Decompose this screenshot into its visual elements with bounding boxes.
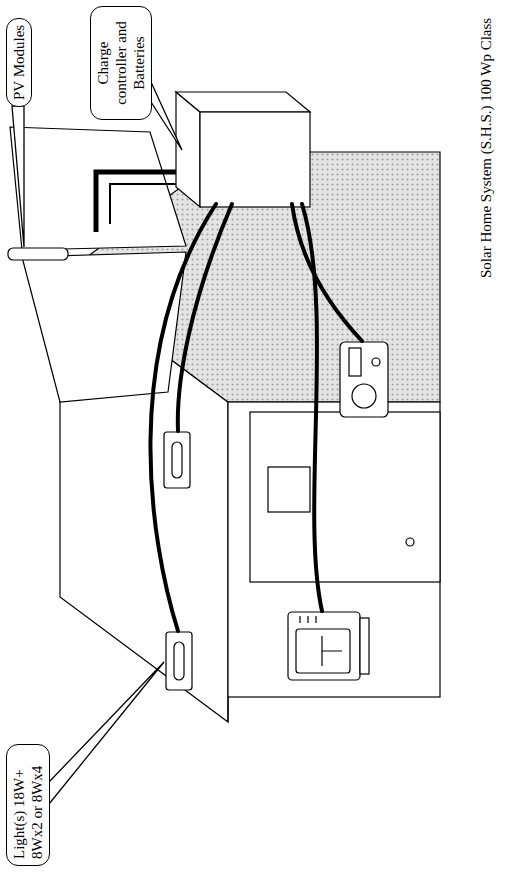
light-tube xyxy=(172,442,182,478)
tv-knobs xyxy=(300,616,316,623)
callout-pointer xyxy=(151,82,182,150)
wire xyxy=(150,204,216,631)
callout-pointers xyxy=(12,82,182,804)
pv-panel xyxy=(10,127,186,250)
wire xyxy=(178,204,232,431)
radio-knob xyxy=(372,358,380,366)
callout-box: Light(s) 18W+ 8Wx2 or 8Wx4 xyxy=(6,744,50,866)
callout-text: PV Modules xyxy=(10,25,28,100)
callout-box: PV Modules xyxy=(6,18,32,107)
tv-screen xyxy=(296,629,350,673)
light-tube xyxy=(174,642,184,680)
radio-body xyxy=(340,342,388,417)
callout-box: Charge controller and Batteries xyxy=(90,6,152,120)
tv-body xyxy=(288,612,360,680)
window xyxy=(268,467,310,512)
title: Solar Home System (S.H.S.) 100 Wp Class xyxy=(478,18,495,278)
radio-display xyxy=(349,348,361,376)
battery-box xyxy=(200,112,310,207)
light-fixture xyxy=(164,432,190,488)
tv-stand xyxy=(360,618,369,674)
door-knob xyxy=(406,538,414,546)
roof-edge xyxy=(227,697,228,722)
wire xyxy=(292,204,362,341)
pv-cable xyxy=(110,184,176,224)
battery-box-side xyxy=(176,92,310,112)
pv-panel xyxy=(22,252,186,402)
door xyxy=(250,412,440,582)
callout-pointer xyxy=(49,662,164,804)
light-fixture xyxy=(166,632,192,690)
front-wall xyxy=(228,402,440,697)
callout-text: Charge controller and Batteries xyxy=(94,13,148,113)
callout-pointer xyxy=(12,106,24,247)
pv-mount-tube xyxy=(8,248,68,260)
radio-speaker xyxy=(352,384,376,408)
callout-text: Light(s) 18W+ 8Wx2 or 8Wx4 xyxy=(10,751,46,859)
tv-symbol xyxy=(322,636,342,666)
pv-support xyxy=(96,172,176,232)
wire xyxy=(302,204,322,611)
